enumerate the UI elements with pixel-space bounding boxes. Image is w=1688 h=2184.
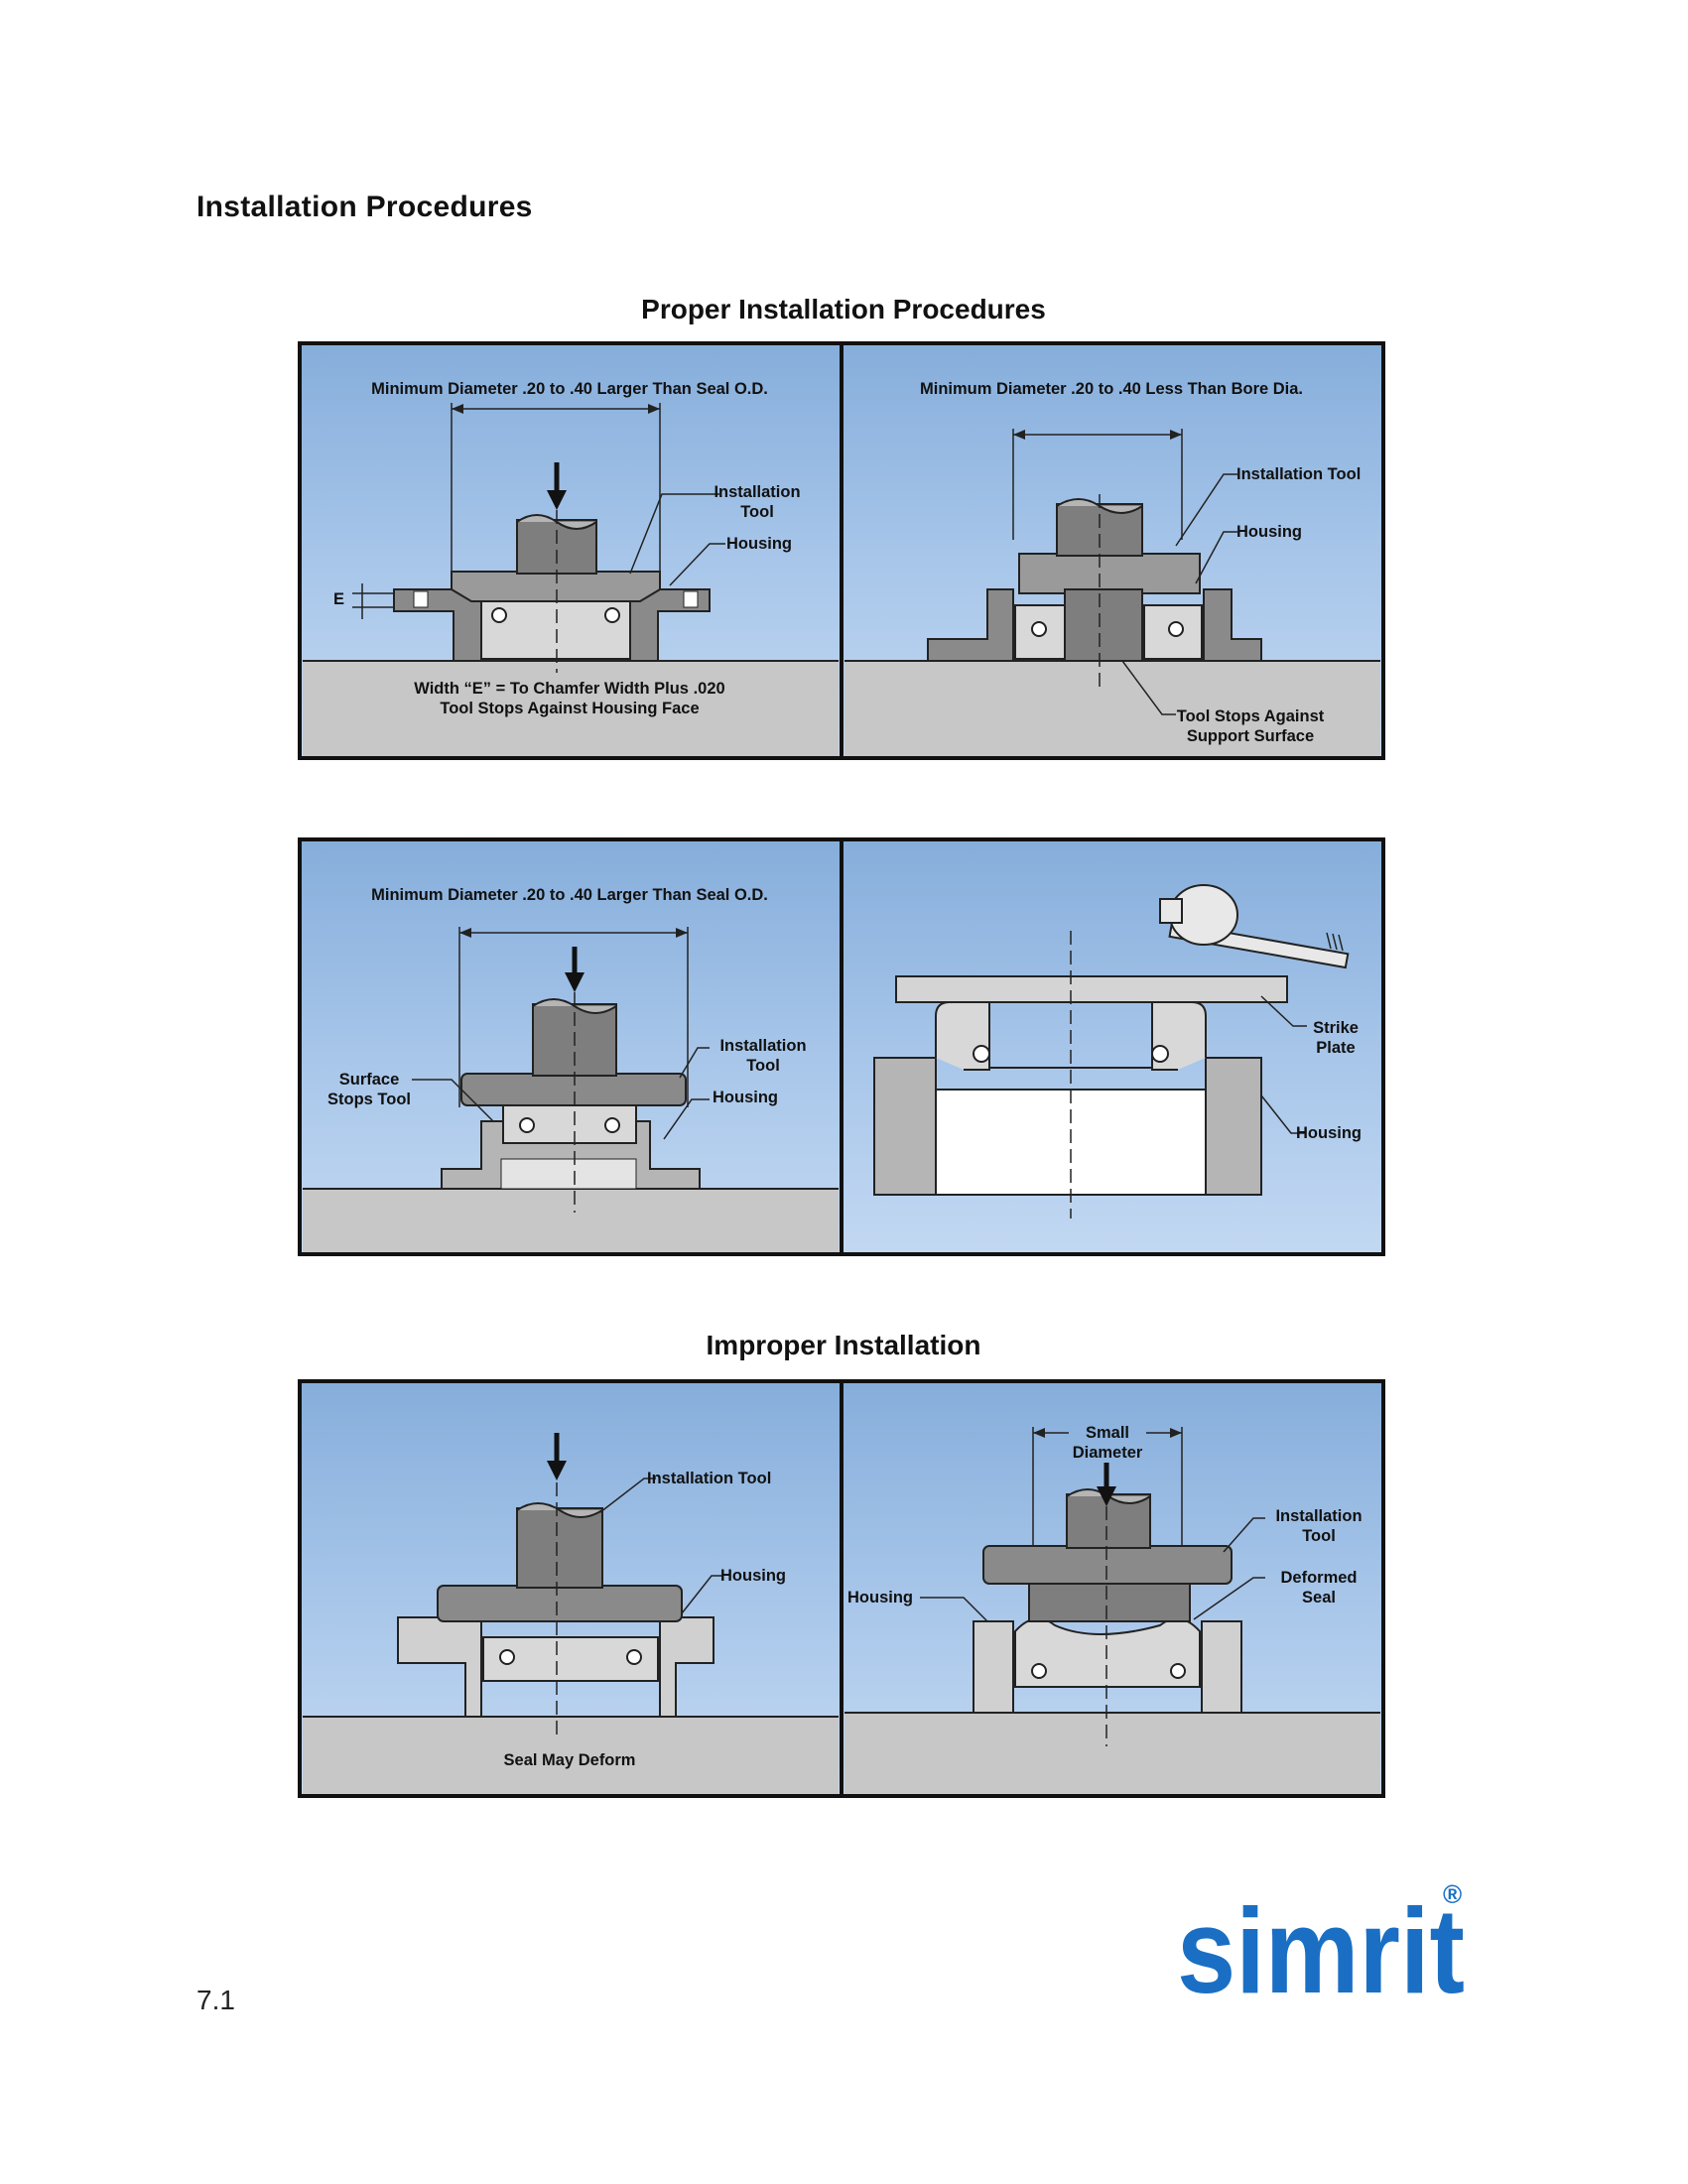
p2-note-line2: Support Surface [1186, 727, 1315, 745]
p2-dimension-label: Minimum Diameter .20 to .40 Less Than Bo… [919, 380, 1304, 398]
simrit-logo-icon: simrit ® [1177, 1879, 1465, 2018]
panel-strike-plate: Strike Plate Housing [844, 841, 1381, 1252]
p5-housing-label: Housing [720, 1567, 786, 1585]
p2-tool-label: Installation Tool [1236, 465, 1362, 483]
improper-section-title: Improper Installation [706, 1330, 981, 1360]
panel-support-surface-stop: Minimum Diameter .20 to .40 Less Than Bo… [844, 345, 1381, 756]
p1-tool-label: Installation Tool [714, 483, 801, 521]
p3-dimension-label: Minimum Diameter .20 to .40 Larger Than … [371, 886, 768, 904]
proper-section-title: Proper Installation Procedures [641, 294, 1046, 324]
p6-deformed-line2: Seal [1302, 1589, 1336, 1606]
p6-small-line1: Small [1085, 1424, 1130, 1442]
diagram-deformed-seal [844, 1427, 1380, 1794]
hammer-icon [1159, 884, 1350, 969]
p3-surface-line2: Stops Tool [326, 1091, 411, 1108]
p6-deformed-line1: Deformed [1280, 1569, 1358, 1587]
p1-note-line1: Width “E” = To Chamfer Width Plus .020 [414, 680, 725, 698]
p2-housing-label: Housing [1236, 523, 1302, 541]
diagram-surface-stops-tool [303, 927, 839, 1252]
p3-housing-label: Housing [713, 1089, 778, 1106]
svg-text:simrit: simrit [1177, 1883, 1465, 2004]
proper-row-1: Minimum Diameter .20 to .40 Larger Than … [298, 341, 1385, 760]
p4-housing-label: Housing [1296, 1124, 1362, 1142]
p6-housing-label: Housing [847, 1589, 913, 1606]
diagram-seal-may-deform [303, 1433, 839, 1794]
p5-tool-label: Installation Tool [647, 1470, 772, 1487]
improper-row: Installation Tool Housing Seal May Defor… [298, 1379, 1385, 1798]
p6-tool-line2: Tool [1302, 1527, 1336, 1545]
p1-note-line2: Tool Stops Against Housing Face [440, 700, 700, 717]
p1-housing-label: Housing [726, 535, 792, 553]
p2-note-line1: Tool Stops Against [1176, 707, 1325, 725]
panel-seal-may-deform: Installation Tool Housing Seal May Defor… [302, 1383, 840, 1794]
svg-text:®: ® [1443, 1879, 1462, 1909]
simrit-logo: simrit ® [1177, 1875, 1475, 2018]
p3-surface-line1: Surface [338, 1071, 400, 1089]
p6-tool-line1: Installation [1275, 1507, 1363, 1525]
page-title: Installation Procedures [196, 191, 533, 223]
p1-e-label: E [333, 590, 345, 608]
proper-row-2: Minimum Diameter .20 to .40 Larger Than … [298, 837, 1385, 1256]
panel-surface-stops-tool: Minimum Diameter .20 to .40 Larger Than … [302, 841, 840, 1252]
panel-deformed-seal: Small Diameter Installation Tool Deforme… [844, 1383, 1381, 1794]
diagram-strike-plate [873, 884, 1350, 1219]
p4-strike-line1: Strike [1313, 1019, 1359, 1037]
p4-strike-line2: Plate [1316, 1039, 1356, 1057]
p1-dimension-label: Minimum Diameter .20 to .40 Larger Than … [371, 380, 768, 398]
p3-tool-label: Installation Tool [719, 1037, 807, 1075]
page-number: 7.1 [196, 1985, 235, 2015]
p6-small-line2: Diameter [1072, 1444, 1143, 1462]
diagram-housing-face-stop [303, 403, 839, 756]
panel-housing-face-stop: Minimum Diameter .20 to .40 Larger Than … [302, 345, 840, 756]
p5-note-label: Seal May Deform [503, 1751, 636, 1769]
diagram-support-surface-stop [844, 429, 1380, 756]
